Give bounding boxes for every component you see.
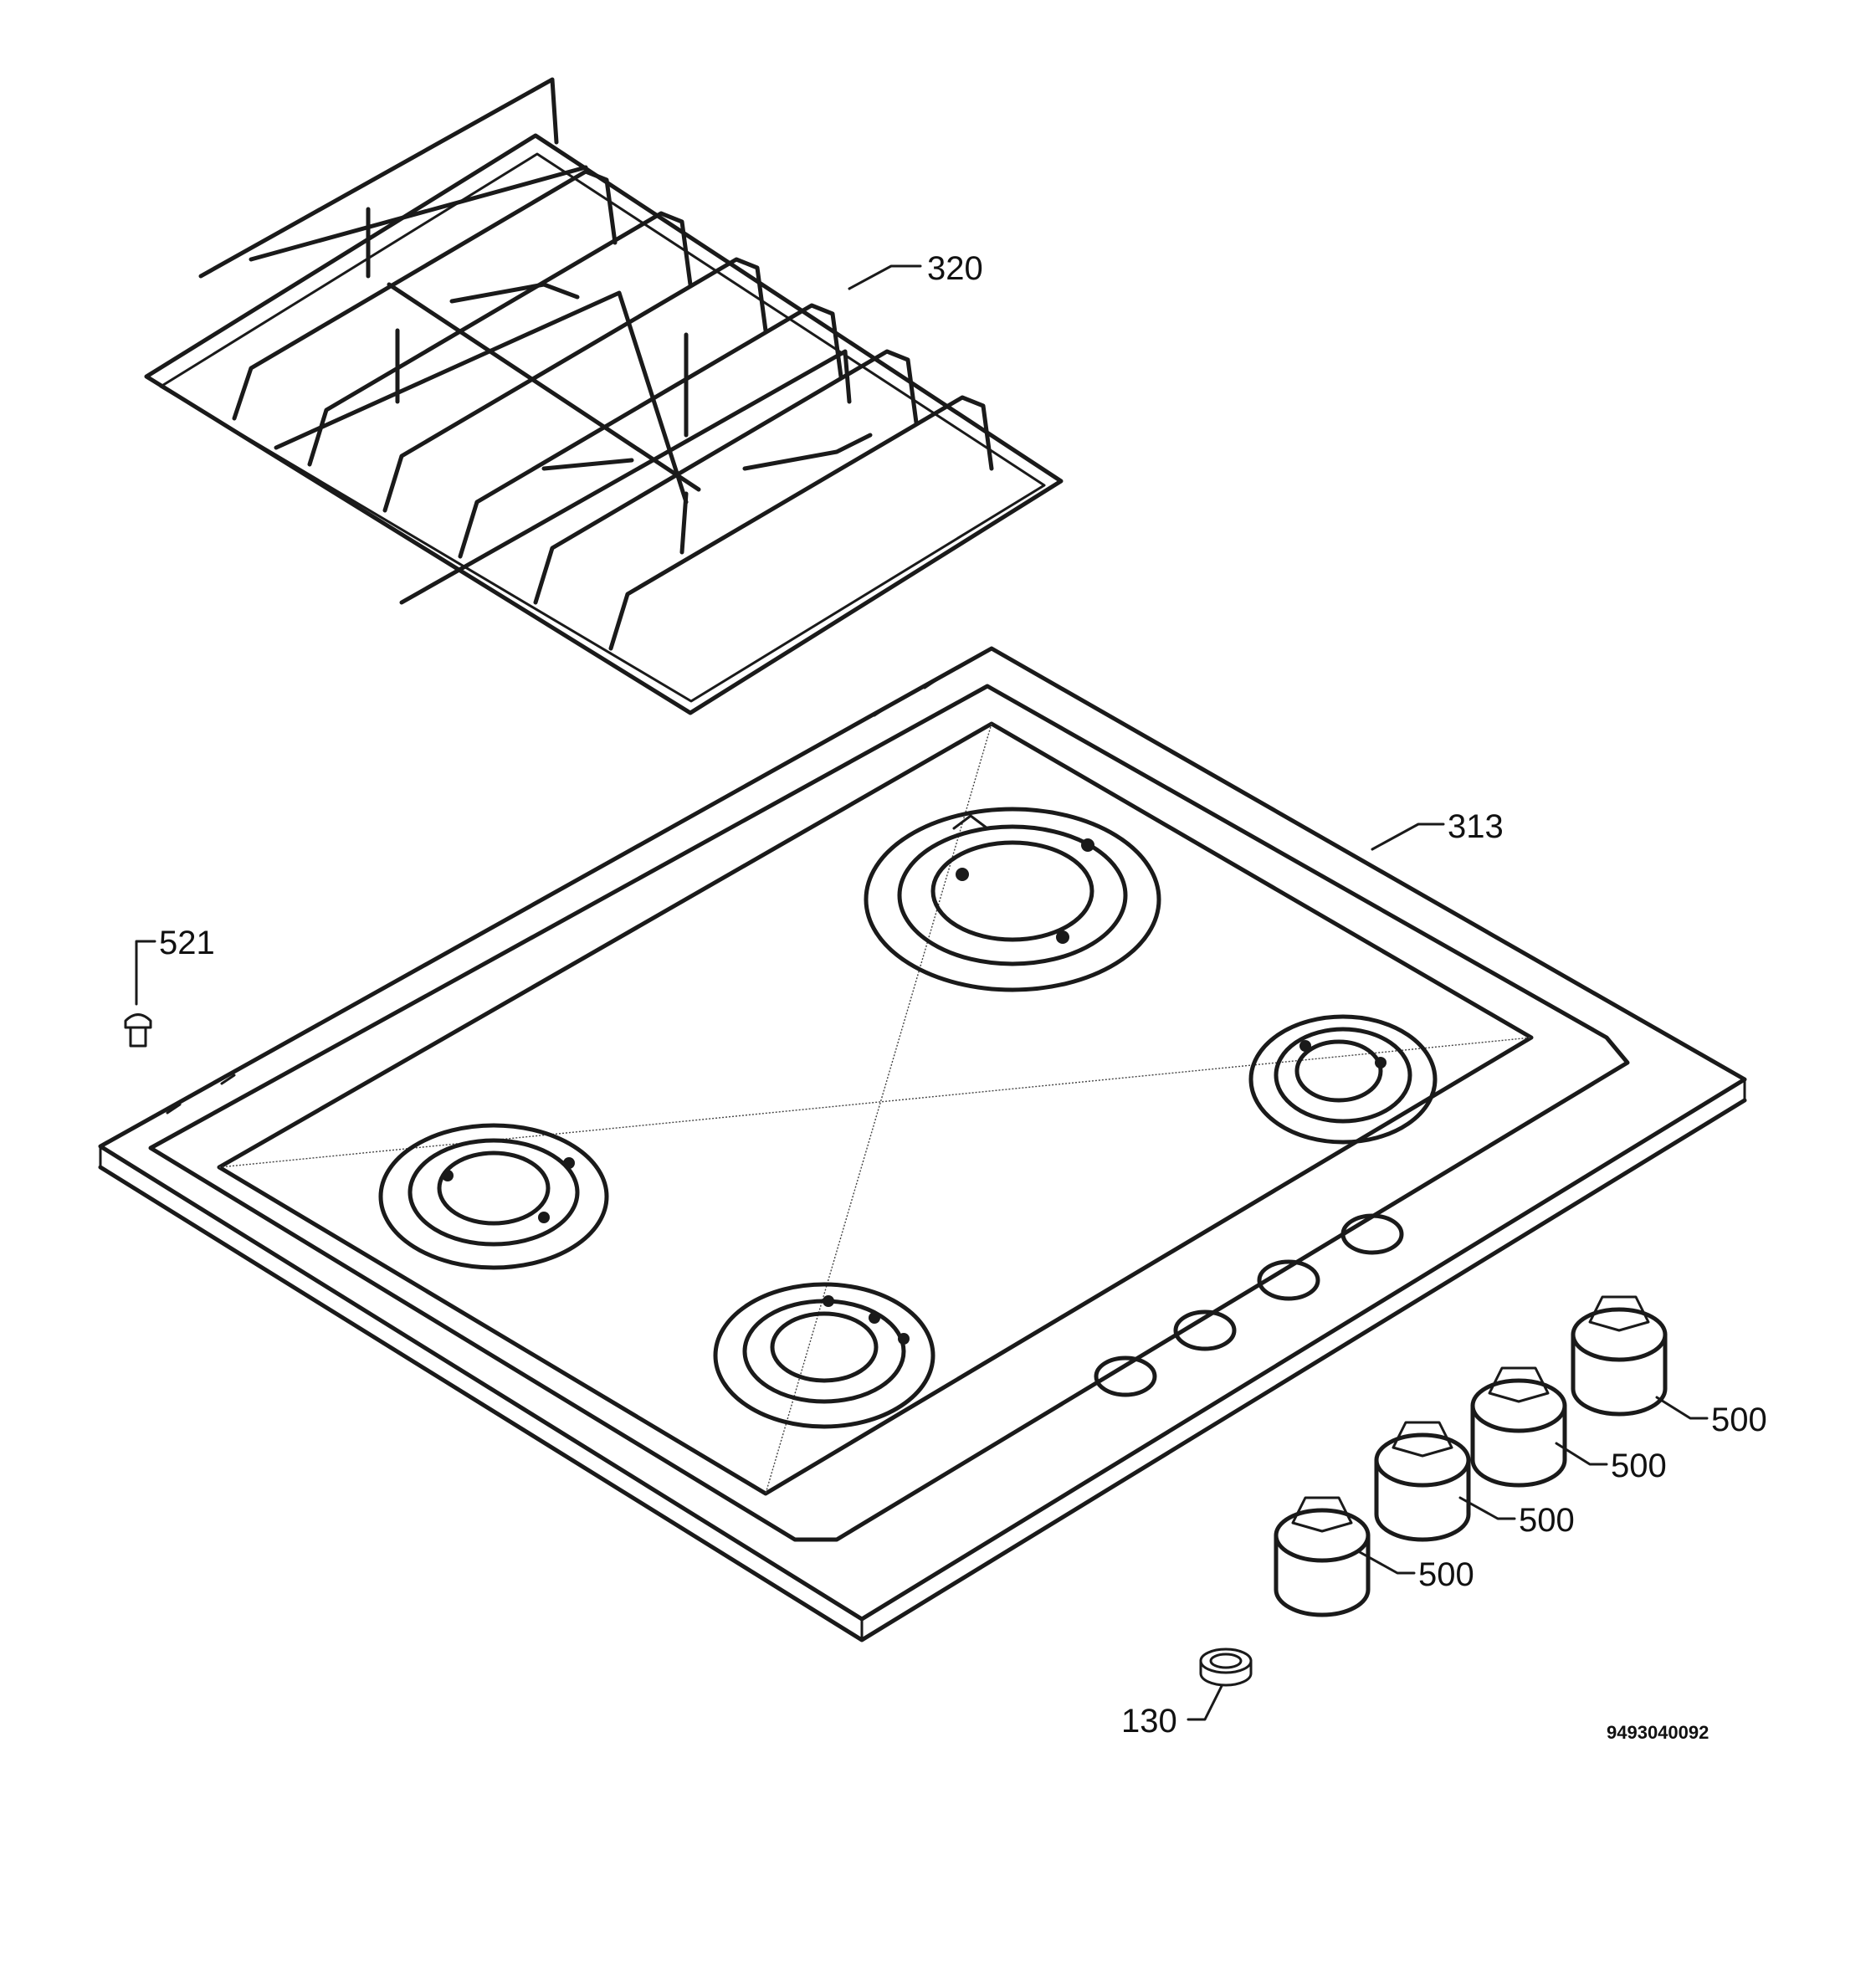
burner-medium-front	[713, 1282, 935, 1429]
burner-medium-left	[378, 1123, 609, 1270]
knob-leader-3	[1555, 1442, 1608, 1466]
control-knob-1	[1274, 1496, 1371, 1617]
knob-leader-1	[1358, 1550, 1416, 1575]
knob-holes	[1094, 1213, 1404, 1397]
burner-large-rear	[864, 807, 1161, 992]
callout-500-c: 500	[1611, 1448, 1667, 1484]
callout-130: 130	[1121, 1703, 1177, 1740]
control-knob-4	[1571, 1295, 1668, 1417]
callout-313: 313	[1448, 808, 1504, 845]
callout-521: 521	[159, 925, 215, 961]
knob-leader-2	[1458, 1496, 1516, 1520]
knob-leader-4	[1655, 1396, 1709, 1420]
screw-part	[124, 1013, 152, 1048]
callout-500-a: 500	[1418, 1556, 1474, 1593]
screw-leader	[135, 940, 156, 1006]
bushing-part	[1199, 1648, 1253, 1687]
callout-320: 320	[927, 250, 983, 287]
hob-top-panel	[98, 646, 1747, 1642]
control-knob-3	[1470, 1366, 1567, 1488]
hob-top-leader	[1371, 823, 1445, 851]
pan-support-leader	[848, 264, 922, 290]
control-knob-2	[1374, 1421, 1471, 1542]
pan-support-grid	[144, 77, 1064, 715]
bushing-leader	[1187, 1684, 1223, 1721]
callout-500-d: 500	[1711, 1402, 1767, 1438]
drawing-code: 9493040092	[1607, 1722, 1709, 1743]
callout-500-b: 500	[1519, 1502, 1575, 1539]
burner-small-right	[1248, 1014, 1438, 1145]
